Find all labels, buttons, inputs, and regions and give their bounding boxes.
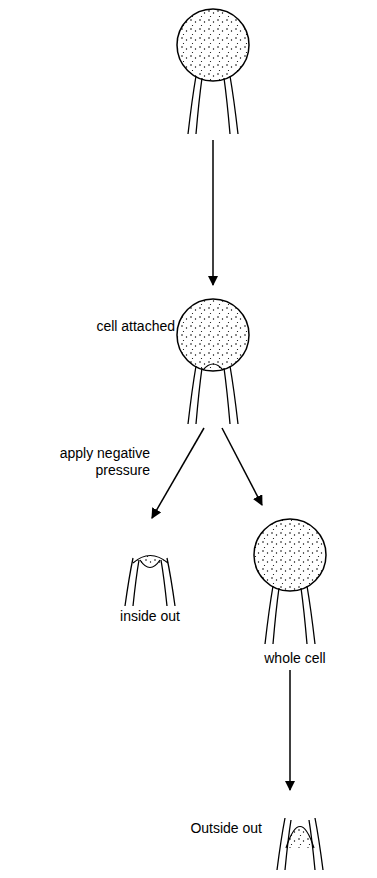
cell <box>254 519 326 591</box>
pipette-wall <box>285 820 291 870</box>
pipette-wall <box>125 558 133 606</box>
caption-label: whole cell <box>250 650 340 667</box>
pipette-wall <box>167 558 175 606</box>
membrane-patch <box>203 364 223 370</box>
membrane-patch <box>140 560 160 568</box>
pipette-wall <box>188 366 196 424</box>
caption-label: cell attached <box>60 318 175 335</box>
pipette-wall <box>224 78 230 134</box>
cell <box>177 9 249 81</box>
pipette-wall <box>301 588 307 644</box>
pipette-wall <box>315 818 323 870</box>
pipette-wall <box>230 366 238 424</box>
pipette-wall <box>196 78 202 134</box>
caption-label: inside out <box>105 608 195 625</box>
arrow <box>212 140 214 285</box>
pipette-wall <box>309 820 315 870</box>
cell <box>177 299 249 371</box>
pipette-wall <box>224 368 230 424</box>
caption-label: apply negative pressure <box>22 445 150 479</box>
pipette-wall <box>265 586 273 644</box>
arrow <box>222 428 262 505</box>
arrow <box>152 428 204 518</box>
pipette-wall <box>188 76 196 134</box>
pipette-wall <box>307 586 315 644</box>
pipette-wall <box>133 560 139 606</box>
caption-label: Outside out <box>140 820 262 837</box>
pipette-wall <box>196 368 202 424</box>
pipette-wall <box>161 560 167 606</box>
pipette-wall <box>230 76 238 134</box>
arrow <box>289 670 291 790</box>
pipette-wall <box>277 818 285 870</box>
pipette-wall <box>273 588 279 644</box>
